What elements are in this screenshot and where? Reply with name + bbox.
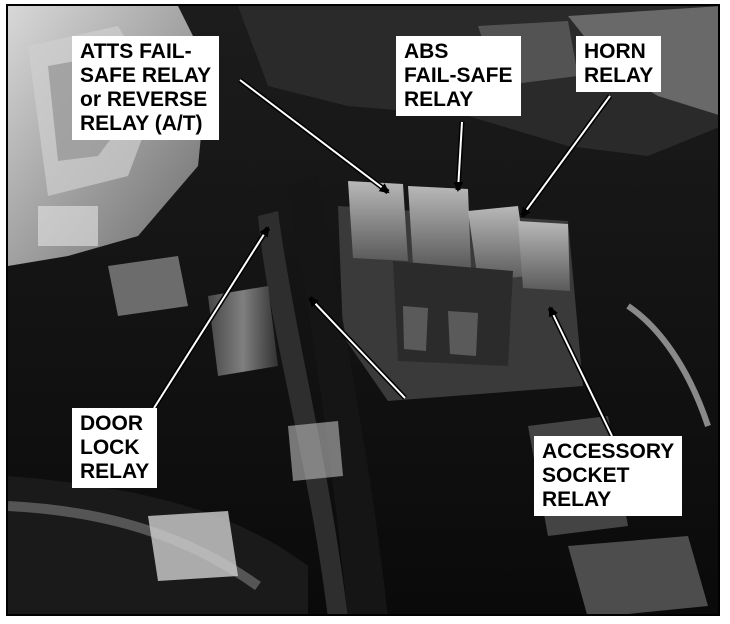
abs-label-line-1: ABS [404, 40, 449, 63]
door-lock-relay-label: DOOR LOCK RELAY [72, 408, 158, 488]
atts-label-line-1: ATTS FAIL- [80, 40, 192, 63]
door-lock-label-line-1: DOOR [80, 412, 143, 435]
accessory-socket-relay-label: ACCESSORY SOCKET RELAY [534, 436, 683, 516]
accessory-label-line-2: SOCKET [542, 464, 630, 487]
abs-label-line-3: RELAY [404, 88, 474, 111]
atts-label-line-4: RELAY (A/T) [80, 112, 203, 135]
accessory-label-line-3: RELAY [542, 488, 612, 511]
door-lock-label-line-2: LOCK [80, 436, 140, 459]
atts-relay-label: ATTS FAIL- SAFE RELAY or REVERSE RELAY (… [72, 36, 220, 140]
arrow-to-door-lock-relay [153, 226, 270, 409]
arrow-to-atts-relay [239, 79, 390, 194]
atts-label-line-3: or REVERSE [80, 88, 208, 111]
arrow-to-abs-relay [453, 121, 464, 192]
horn-label-line-2: RELAY [584, 64, 654, 87]
accessory-label-line-1: ACCESSORY [542, 440, 675, 463]
horn-relay-label: HORN RELAY [576, 36, 662, 92]
atts-label-line-2: SAFE RELAY [80, 64, 212, 87]
door-lock-label-line-3: RELAY [80, 460, 150, 483]
arrow-to-accessory-relay [548, 306, 613, 437]
abs-relay-label: ABS FAIL-SAFE RELAY [396, 36, 521, 116]
abs-label-line-2: FAIL-SAFE [404, 64, 513, 87]
arrow-to-harness [308, 296, 406, 399]
arrow-to-horn-relay [520, 95, 611, 218]
horn-label-line-1: HORN [584, 40, 646, 63]
